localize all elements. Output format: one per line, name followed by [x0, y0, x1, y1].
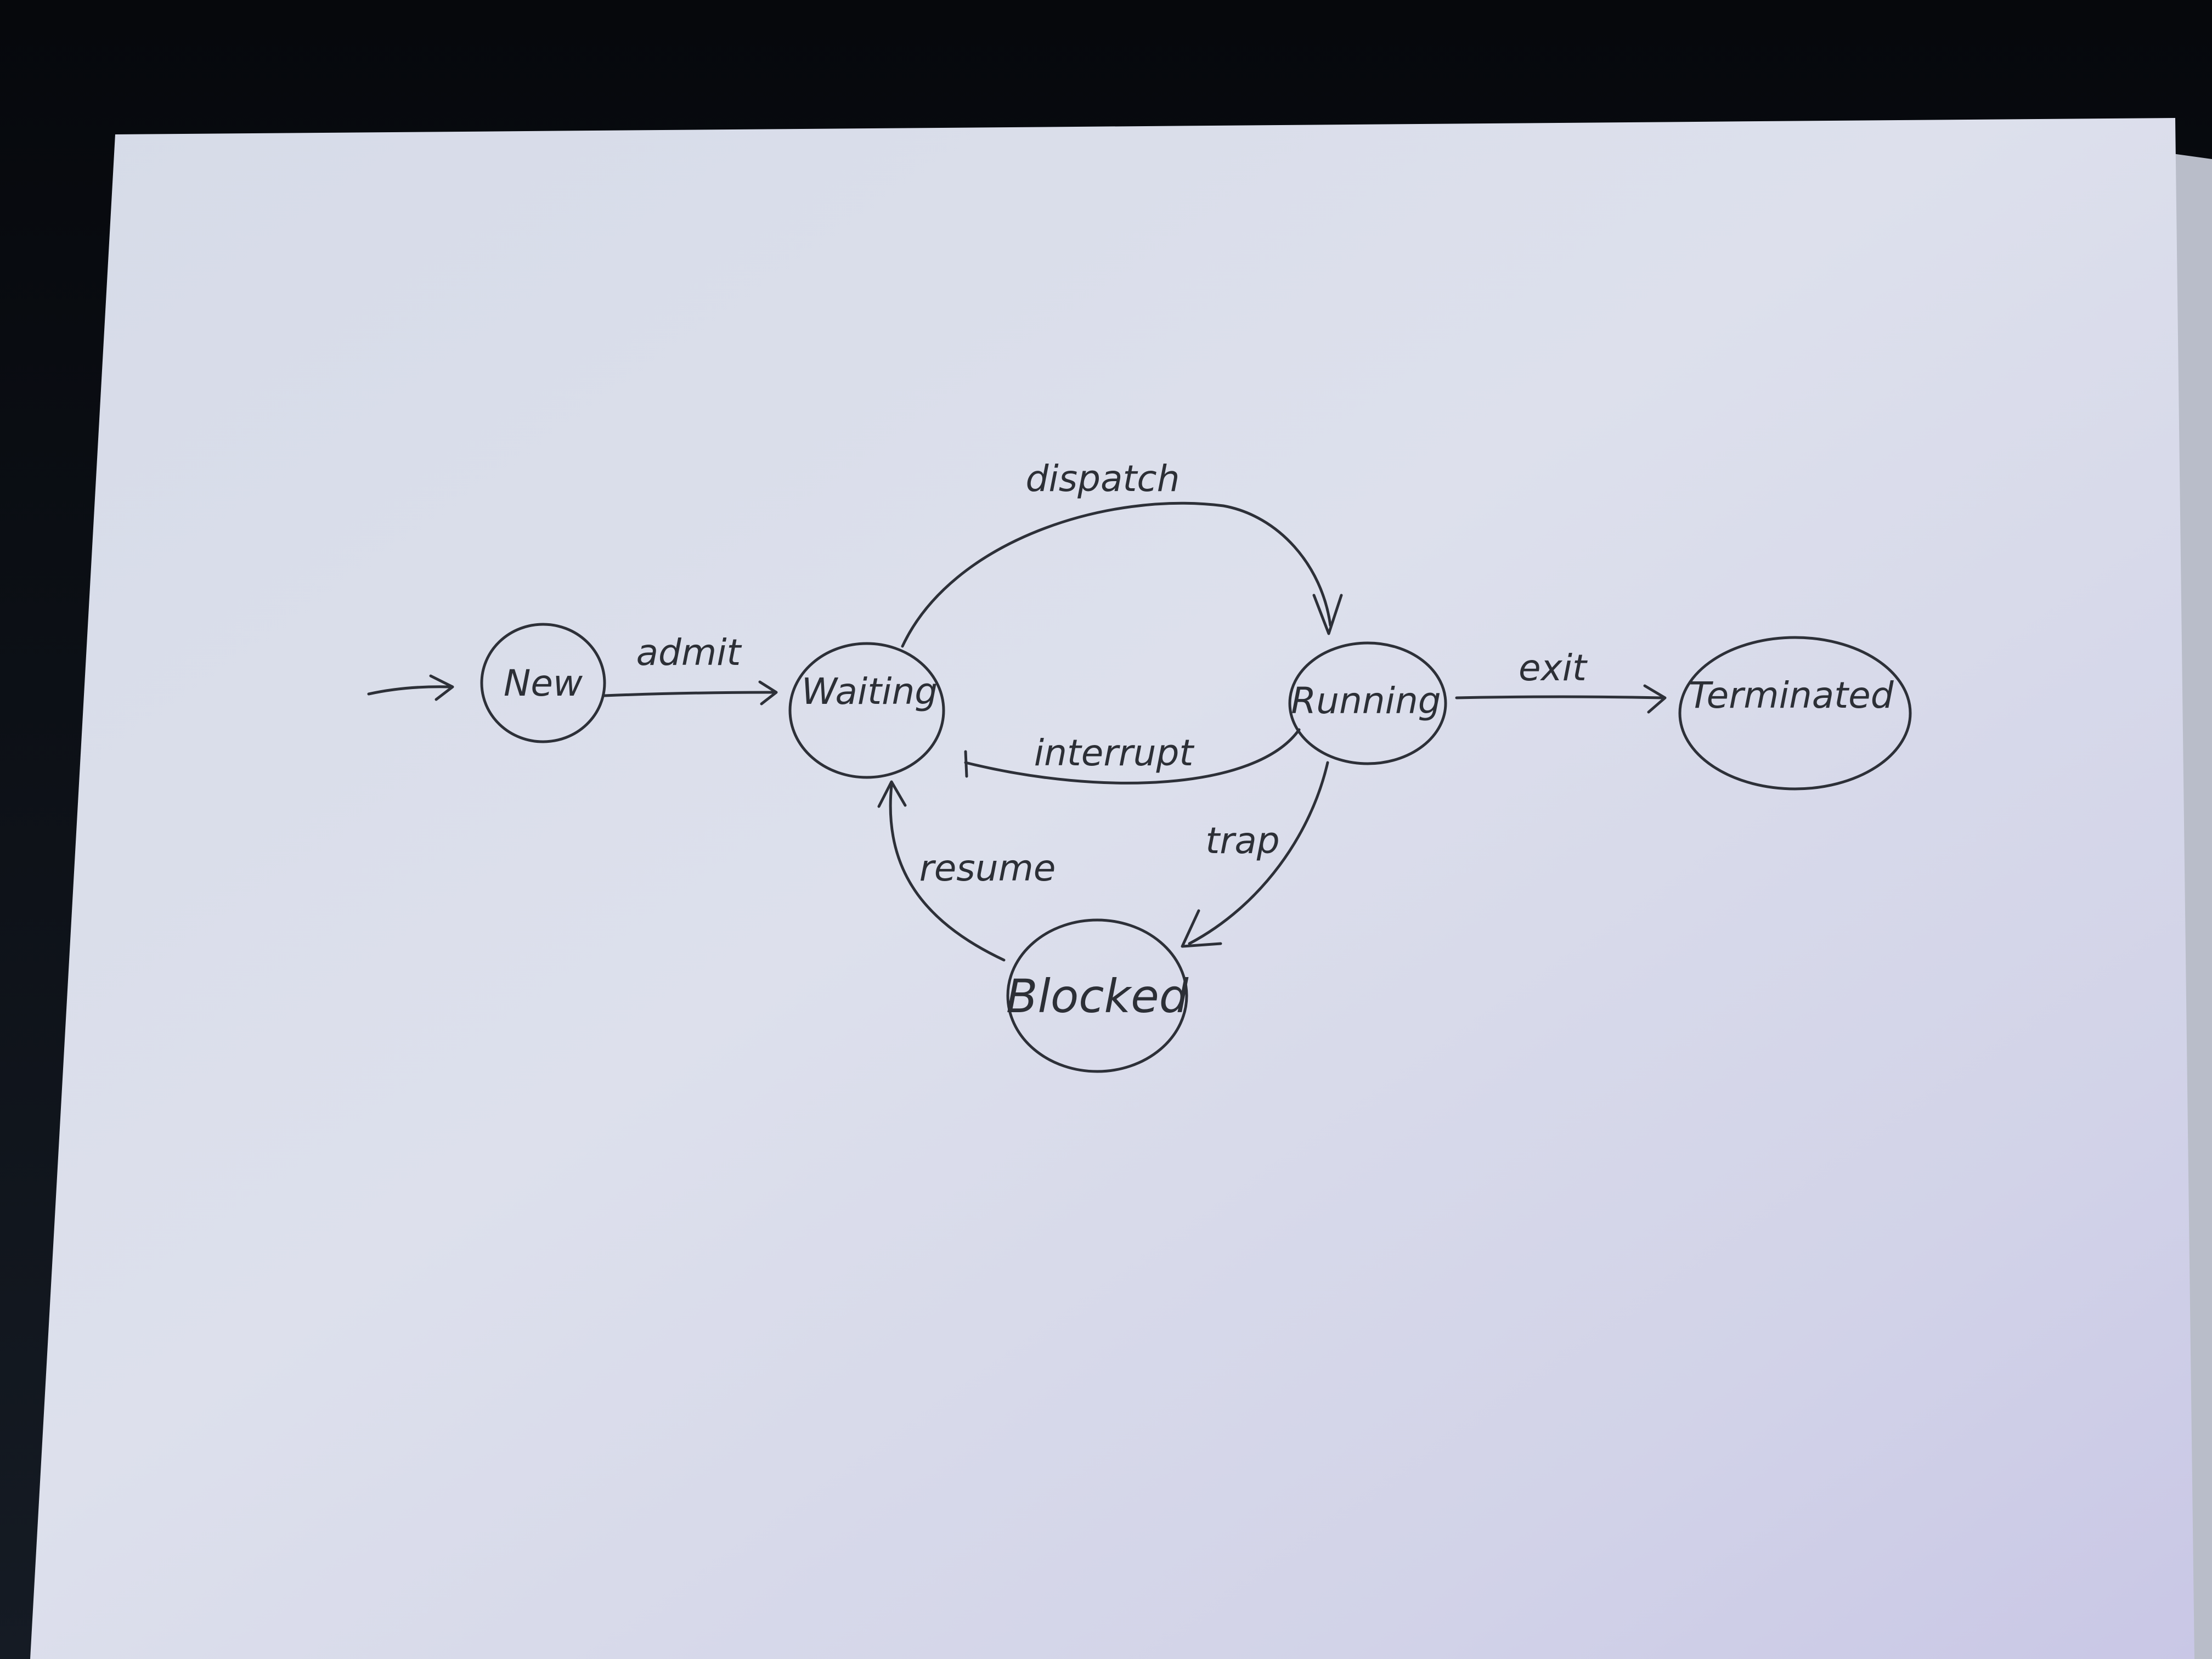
node-blocked-circle	[1006, 918, 1188, 1073]
node-running-circle	[1288, 641, 1447, 765]
node-terminated[interactable]: Terminated	[1678, 636, 1912, 791]
edge-exit-arrowhead	[1643, 684, 1667, 714]
edge-interrupt-line	[964, 728, 1301, 785]
edge-start-line	[367, 685, 452, 696]
node-terminated-label: Terminated	[1689, 674, 1894, 716]
edge-trap-arrowhead	[1181, 909, 1222, 948]
node-waiting-label: Waiting	[802, 670, 938, 713]
edge-exit-line	[1455, 695, 1664, 699]
edge-start	[367, 674, 454, 701]
node-new-circle	[480, 623, 606, 743]
node-new-label: New	[504, 662, 583, 704]
edge-admit-label: admit	[636, 631, 742, 674]
edge-interrupt-arrowhead	[964, 750, 968, 778]
edge-trap-label: trap	[1205, 820, 1279, 862]
edge-admit: admit	[603, 631, 778, 706]
edge-exit-label: exit	[1519, 647, 1588, 689]
edge-interrupt: interrupt	[964, 728, 1301, 785]
node-blocked-label: Blocked	[1006, 969, 1189, 1023]
edge-interrupt-label: interrupt	[1034, 732, 1195, 774]
edge-dispatch-label: dispatch	[1026, 458, 1180, 500]
edge-resume-label: resume	[919, 847, 1056, 889]
edge-resume: resume	[877, 780, 1056, 962]
edge-start-arrowhead	[429, 674, 454, 701]
edge-dispatch-arrowhead	[1312, 594, 1343, 635]
edge-trap: trap	[1181, 761, 1329, 948]
node-terminated-circle	[1678, 636, 1912, 791]
node-waiting[interactable]: Waiting	[788, 642, 945, 779]
node-waiting-circle	[788, 642, 945, 779]
node-running-label: Running	[1291, 680, 1441, 722]
node-new[interactable]: New	[480, 623, 606, 743]
edge-trap-line	[1188, 761, 1329, 945]
edge-admit-line	[603, 691, 776, 697]
node-running[interactable]: Running	[1288, 641, 1447, 765]
edge-resume-arrowhead	[877, 780, 907, 808]
edge-dispatch: dispatch	[901, 458, 1343, 648]
paper-sheet	[30, 118, 2194, 1659]
edge-dispatch-line	[901, 501, 1332, 648]
node-blocked[interactable]: Blocked	[1006, 918, 1189, 1073]
edge-resume-line	[889, 784, 1006, 962]
edge-admit-arrowhead	[758, 680, 778, 706]
edge-exit: exit	[1455, 647, 1667, 714]
